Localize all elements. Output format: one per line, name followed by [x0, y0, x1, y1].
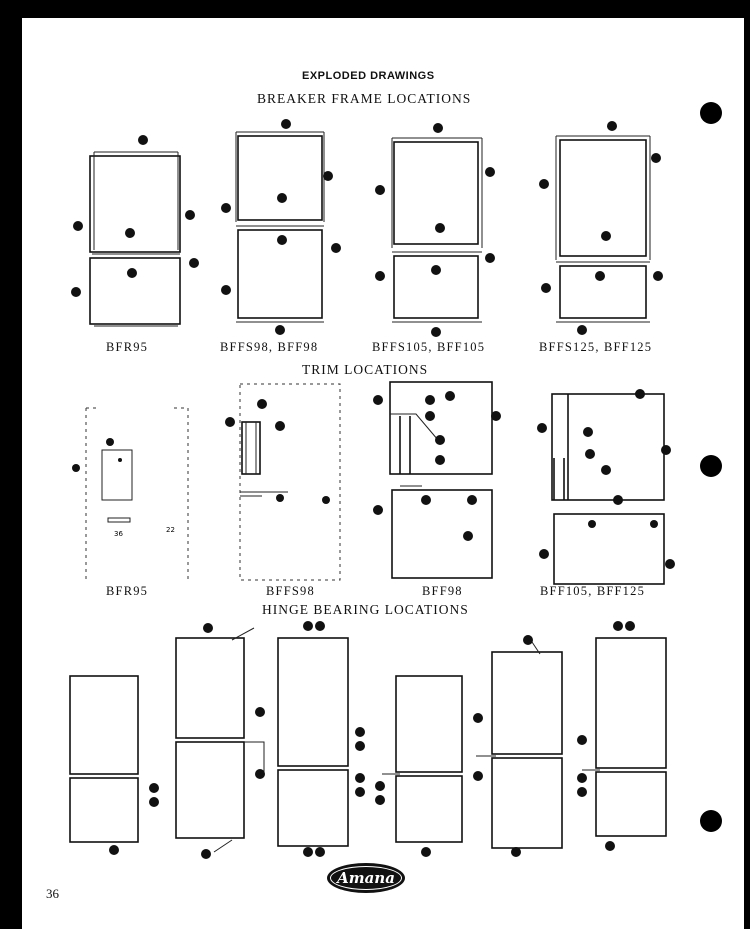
trim-drawing-bfr95: 36 22	[72, 407, 189, 580]
breaker-caption-4: BFFS125, BFF125	[539, 340, 653, 354]
svg-text:36: 36	[114, 530, 123, 538]
trim-caption-3: BFF98	[422, 584, 463, 598]
section-heading: EXPLODED DRAWINGS	[302, 70, 435, 82]
breaker-caption-3: BFFS105, BFF105	[372, 340, 486, 354]
trim-caption-4: BFF105, BFF125	[540, 584, 646, 598]
breaker-caption-1: BFR95	[106, 340, 149, 354]
trim-caption-2: BFFS98	[266, 584, 315, 598]
breaker-drawing-bfr95	[71, 135, 199, 327]
breaker-frame-heading: BREAKER FRAME LOCATIONS	[257, 91, 472, 106]
trim-drawing-bffs98	[225, 383, 341, 581]
page-number: 36	[46, 886, 59, 901]
trim-caption-1: BFR95	[106, 584, 149, 598]
hinge-drawing-2	[175, 623, 265, 859]
hinge-drawing-3	[277, 621, 365, 857]
binder-hole-middle	[700, 455, 722, 477]
hinge-drawing-5	[473, 635, 563, 857]
trim-drawing-bff98	[373, 381, 501, 579]
manual-page: EXPLODED DRAWINGS BREAKER FRAME LOCATION…	[22, 18, 744, 929]
trim-drawing-bff105	[537, 389, 675, 585]
breaker-caption-2: BFFS98, BFF98	[220, 340, 319, 354]
hinge-drawing-4	[375, 675, 463, 857]
hinge-drawing-1	[69, 675, 159, 855]
trim-heading: TRIM LOCATIONS	[302, 362, 429, 377]
binder-hole-bottom	[700, 810, 722, 832]
breaker-drawing-bffs125	[539, 121, 663, 335]
breaker-drawing-bffs98	[221, 119, 341, 335]
amana-logo: Amana	[327, 863, 405, 893]
hinge-drawing-6	[577, 621, 667, 851]
breaker-drawing-bffs105	[375, 123, 495, 337]
hinge-bearing-heading: HINGE BEARING LOCATIONS	[262, 602, 469, 617]
binder-hole-top	[700, 102, 722, 124]
svg-text:22: 22	[166, 526, 175, 534]
